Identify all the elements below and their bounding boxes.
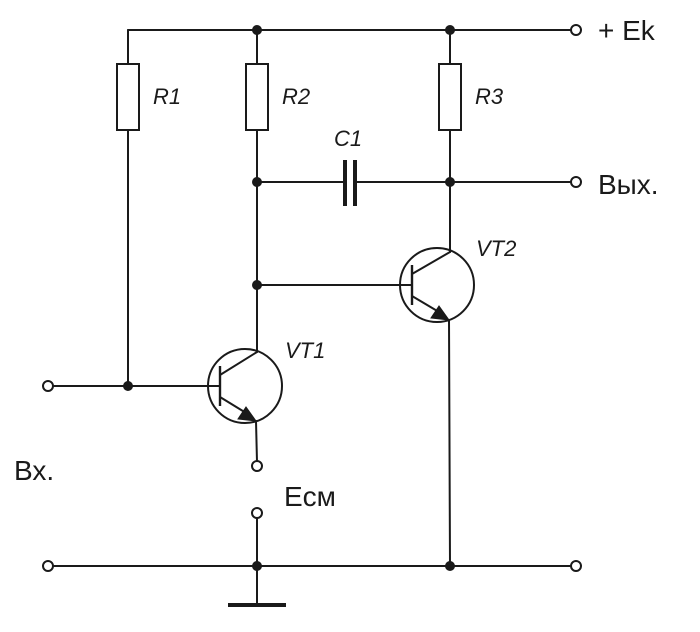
ground-left-terminal — [42, 560, 54, 572]
input-terminal — [42, 380, 54, 392]
vt1-emitter-terminal — [251, 460, 263, 472]
transistor-vt2 — [399, 247, 475, 567]
r3-branch — [438, 29, 462, 253]
label-bias: Eсм — [284, 481, 336, 512]
label-vt1: VT1 — [285, 338, 325, 363]
junction-dots — [123, 25, 455, 571]
label-r3: R3 — [475, 84, 504, 109]
label-output: Вых. — [598, 169, 659, 200]
label-vt2: VT2 — [476, 236, 516, 261]
label-supply: + Ek — [598, 15, 656, 46]
label-r1: R1 — [153, 84, 181, 109]
resistor-r3 — [438, 63, 462, 131]
resistor-r2 — [245, 63, 269, 131]
transistor-vt1 — [127, 339, 283, 463]
capacitor-c1 — [256, 160, 573, 206]
output-terminal — [570, 176, 582, 188]
label-c1: C1 — [334, 126, 362, 151]
r2-branch — [245, 29, 269, 341]
label-input: Вх. — [14, 455, 54, 486]
terminals — [42, 24, 582, 572]
resistor-r1 — [116, 63, 140, 131]
ground-rail — [51, 565, 573, 607]
r1-branch — [116, 29, 140, 387]
label-r2: R2 — [282, 84, 310, 109]
ground-right-terminal — [570, 560, 582, 572]
supply-terminal — [570, 24, 582, 36]
bias-terminal — [251, 507, 263, 519]
